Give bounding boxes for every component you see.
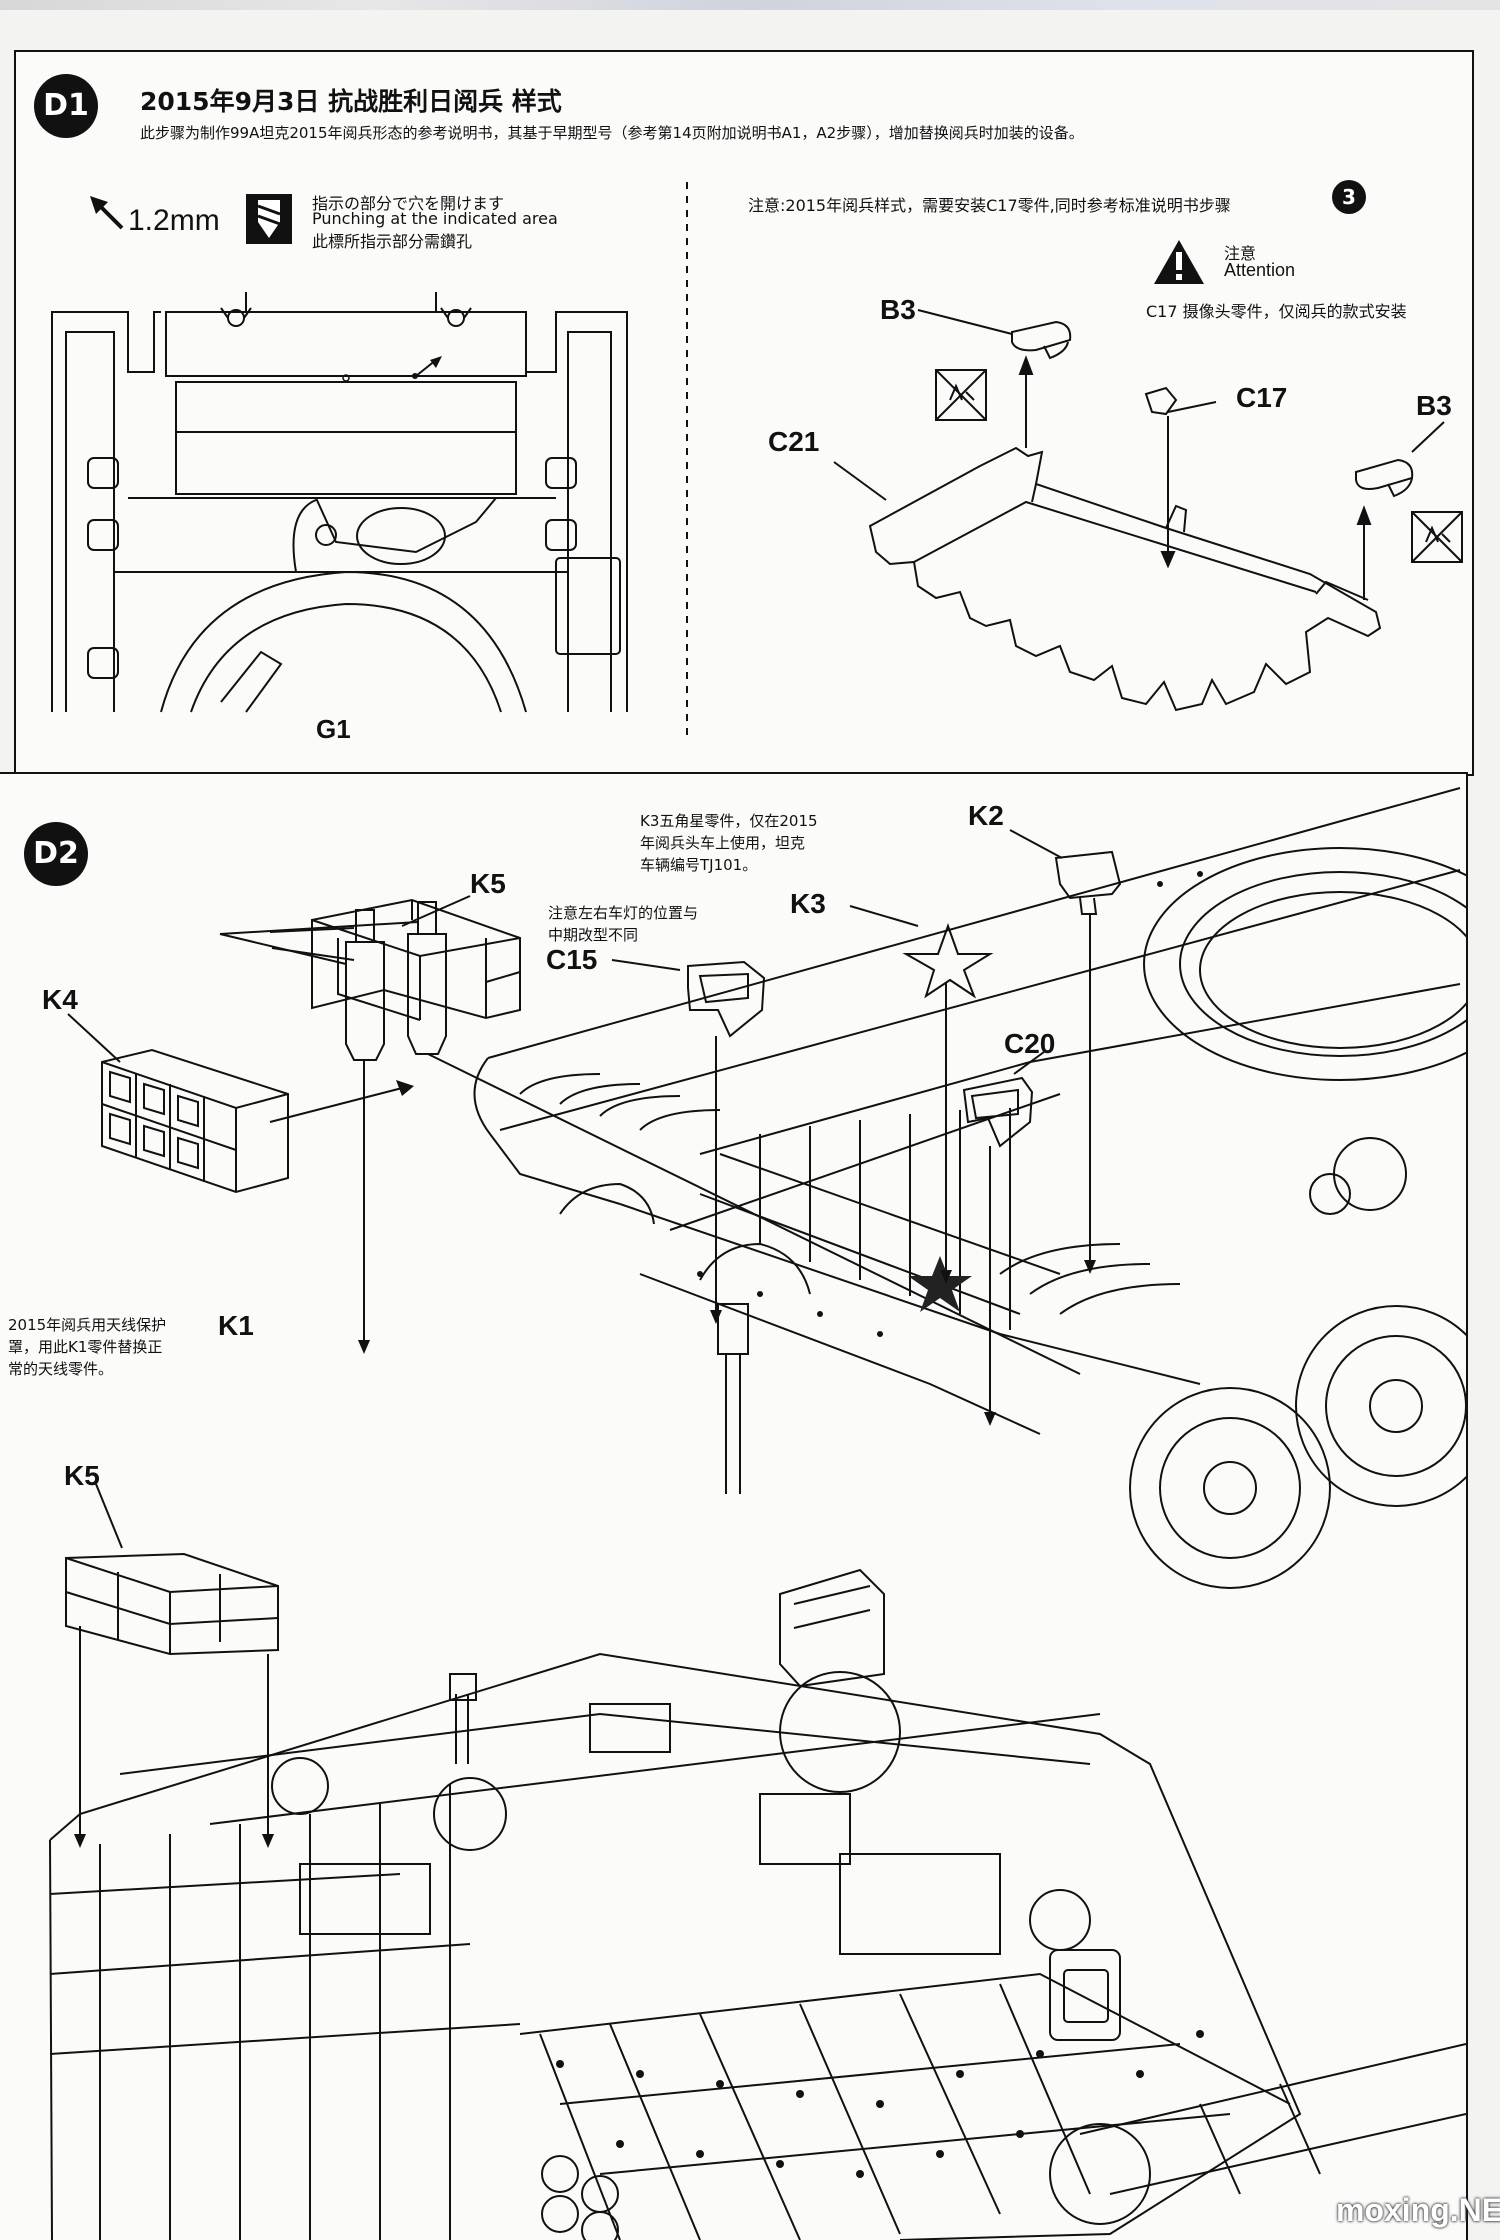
part-label-b3-right: B3	[1416, 390, 1452, 421]
part-label-c15: C15	[546, 944, 598, 975]
k1-note-line1: 2015年阅兵用天线保护	[8, 1316, 167, 1334]
k3-note-line2: 年阅兵头车上使用，坦克	[640, 834, 806, 852]
step-d1-title: 2015年9月3日 抗战胜利日阅兵 样式	[140, 87, 562, 116]
part-label-k5-bottom: K5	[64, 1460, 100, 1491]
part-label-k1: K1	[218, 1310, 254, 1341]
part-label-k3: K3	[790, 888, 826, 919]
step-d1-note: 注意:2015年阅兵样式，需要安装C17零件,同时参考标准说明书步骤	[748, 196, 1231, 215]
step-badge-d2: D2	[24, 822, 88, 886]
step-d1-subtitle: 此步骤为制作99A坦克2015年阅兵形态的参考说明书，其基于早期型号（参考第14…	[140, 124, 1084, 142]
drill-size-label: 1.2mm	[128, 204, 220, 237]
punch-note-zh: 此標所指示部分需鑽孔	[312, 232, 473, 251]
drill-arrow-icon	[90, 196, 124, 230]
k1-note-line2: 罩，用此K1零件替换正	[8, 1338, 163, 1356]
step-badge-d1: D1	[34, 74, 98, 138]
hull-part-g1-drawing	[51, 292, 628, 713]
watermark: moxing.NET	[1336, 2192, 1500, 2228]
attention-warning-icon	[1154, 240, 1204, 284]
attention-label-en: Attention	[1224, 260, 1296, 280]
k3-note-line3: 车辆编号TJ101。	[640, 856, 758, 874]
drill-bit-icon	[246, 194, 292, 244]
step-d2-panel: D2 K3五角星零件，仅在2015 年阅兵头车上使用，坦克 车辆编号TJ101。…	[0, 772, 1500, 2240]
scan-edge-strip	[0, 0, 1500, 10]
part-label-c17: C17	[1236, 382, 1288, 413]
part-label-c21: C21	[768, 426, 820, 457]
fender-part-c21-drawing	[833, 309, 1463, 712]
punch-note-ja: 指示の部分で穴を開けます	[312, 194, 505, 213]
part-label-k5-top: K5	[470, 868, 506, 899]
step-ref-badge: 3	[1332, 180, 1366, 214]
part-label-k4: K4	[42, 984, 78, 1015]
k1-note-line3: 常的天线零件。	[8, 1360, 114, 1378]
c17-camera-note: C17 摄像头零件，仅阅兵的款式安装	[1146, 302, 1407, 321]
c15-note-line1: 注意左右车灯的位置与	[548, 904, 699, 922]
part-label-b3-left: B3	[880, 294, 916, 325]
panel-divider	[686, 182, 688, 742]
attention-label-zh: 注意	[1224, 244, 1257, 263]
tank-assembly-drawing	[49, 787, 1466, 2240]
part-label-g1: G1	[316, 714, 351, 744]
punch-note-en: Punching at the indicated area	[312, 209, 558, 228]
part-label-k2: K2	[968, 800, 1004, 831]
part-label-c20: C20	[1004, 1028, 1056, 1059]
step-d1-panel: D1 2015年9月3日 抗战胜利日阅兵 样式 此步骤为制作99A坦克2015年…	[14, 50, 1474, 776]
c15-note-line2: 中期改型不同	[548, 926, 639, 944]
k3-note-line1: K3五角星零件，仅在2015	[640, 812, 818, 830]
